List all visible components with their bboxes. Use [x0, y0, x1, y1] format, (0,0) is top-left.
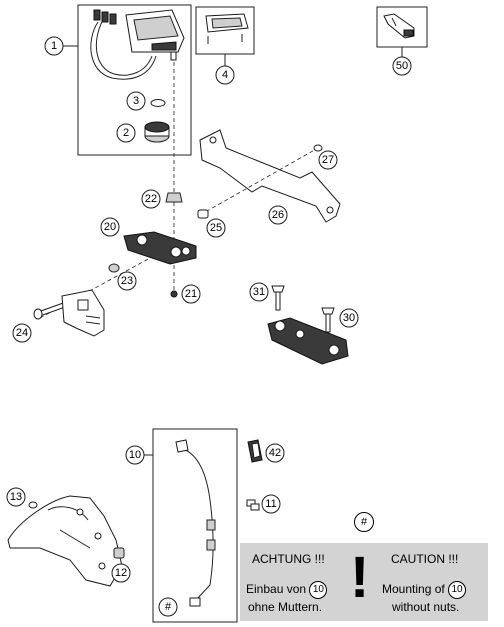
svg-text:26: 26 [272, 209, 284, 221]
instrument-group-frame [77, 4, 192, 156]
spacer-12-part [113, 547, 125, 559]
callout-3: 3 [126, 91, 146, 111]
grommet-13-part [28, 501, 38, 509]
nut-11-part [246, 499, 260, 511]
svg-text:21: 21 [185, 288, 197, 300]
svg-text:25: 25 [210, 222, 222, 234]
svg-text:10: 10 [129, 449, 141, 461]
callout-22: 22 [141, 189, 161, 209]
ref-10-badge: 10 [309, 581, 328, 599]
ref-10-badge: 10 [448, 581, 467, 599]
speedometer-unit [125, 9, 185, 61]
callout-24: 24 [12, 323, 32, 343]
svg-text:1: 1 [51, 40, 57, 52]
sensor-part [383, 13, 415, 39]
clip-42-part [247, 439, 263, 463]
instrument-cover-part [205, 13, 249, 44]
instrument-bracket [199, 129, 341, 223]
spacer-25-part [197, 209, 209, 219]
warning-text-en-line2: without nuts. [392, 600, 460, 614]
warning-text-en-line1: Mounting of 10 [382, 581, 467, 599]
cable-group-frame [152, 428, 238, 623]
warning-heading-de: ACHTUNG !!! [252, 552, 325, 566]
callout-50: 50 [392, 56, 412, 76]
rubber-mount-part [144, 121, 170, 143]
svg-text:3: 3 [133, 95, 139, 107]
svg-text:11: 11 [265, 498, 276, 510]
bolt-21-part [170, 290, 178, 298]
instrument-wiring-harness [90, 9, 157, 80]
callout-13: 13 [6, 487, 26, 507]
nut-22-part [165, 192, 183, 203]
cable-hash-marker: # [158, 597, 178, 617]
callout-26: 26 [268, 205, 288, 225]
svg-text:12: 12 [115, 567, 127, 579]
svg-text:23: 23 [121, 275, 133, 287]
callout-42: 42 [265, 443, 285, 463]
svg-text:13: 13 [10, 491, 22, 503]
warning-text-de-line2: ohne Muttern. [248, 600, 323, 614]
caution-panel: ACHTUNG !!! CAUTION !!! ! Einbau von 10 … [240, 543, 488, 621]
warning-hash-marker: # [354, 512, 374, 532]
svg-text:30: 30 [343, 312, 355, 324]
svg-text:4: 4 [222, 69, 228, 81]
svg-text:31: 31 [253, 286, 265, 298]
callout-20: 20 [100, 217, 120, 237]
warning-exclamation-icon: ! [350, 545, 370, 610]
callout-31: 31 [249, 282, 269, 302]
triple-clamp-upper [123, 231, 197, 265]
fork-guard-part [7, 495, 123, 587]
screw-31-part [271, 285, 285, 311]
svg-text:22: 22 [145, 193, 157, 205]
svg-text:20: 20 [104, 221, 116, 233]
callout-27: 27 [318, 150, 338, 170]
screw-27-part [313, 144, 323, 152]
callout-25: 25 [206, 218, 226, 238]
callout-4: 4 [215, 65, 235, 85]
svg-text:42: 42 [269, 447, 281, 459]
callout-10: 10 [125, 445, 145, 465]
warning-heading-en: CAUTION !!! [391, 552, 459, 566]
triple-clamp-alternative [267, 317, 349, 365]
svg-text:#: # [165, 601, 172, 613]
svg-text:27: 27 [322, 154, 334, 166]
callout-30: 30 [339, 308, 359, 328]
o-ring-part [150, 99, 166, 107]
callout-23: 23 [117, 271, 137, 291]
svg-text:2: 2 [123, 127, 129, 139]
callout-12: 12 [111, 563, 131, 583]
washer-23-part [108, 263, 120, 273]
callout-1: 1 [44, 36, 64, 56]
screw-30-part [321, 307, 335, 333]
speedometer-cable-part [175, 439, 216, 607]
callout-21: 21 [181, 284, 201, 304]
callout-2: 2 [116, 123, 136, 143]
side-bracket-part [61, 289, 105, 337]
callout-11: 11 [261, 494, 281, 514]
warning-text-de-line1: Einbau von 10 [246, 581, 328, 599]
svg-text:50: 50 [396, 60, 408, 72]
svg-text:24: 24 [16, 327, 28, 339]
